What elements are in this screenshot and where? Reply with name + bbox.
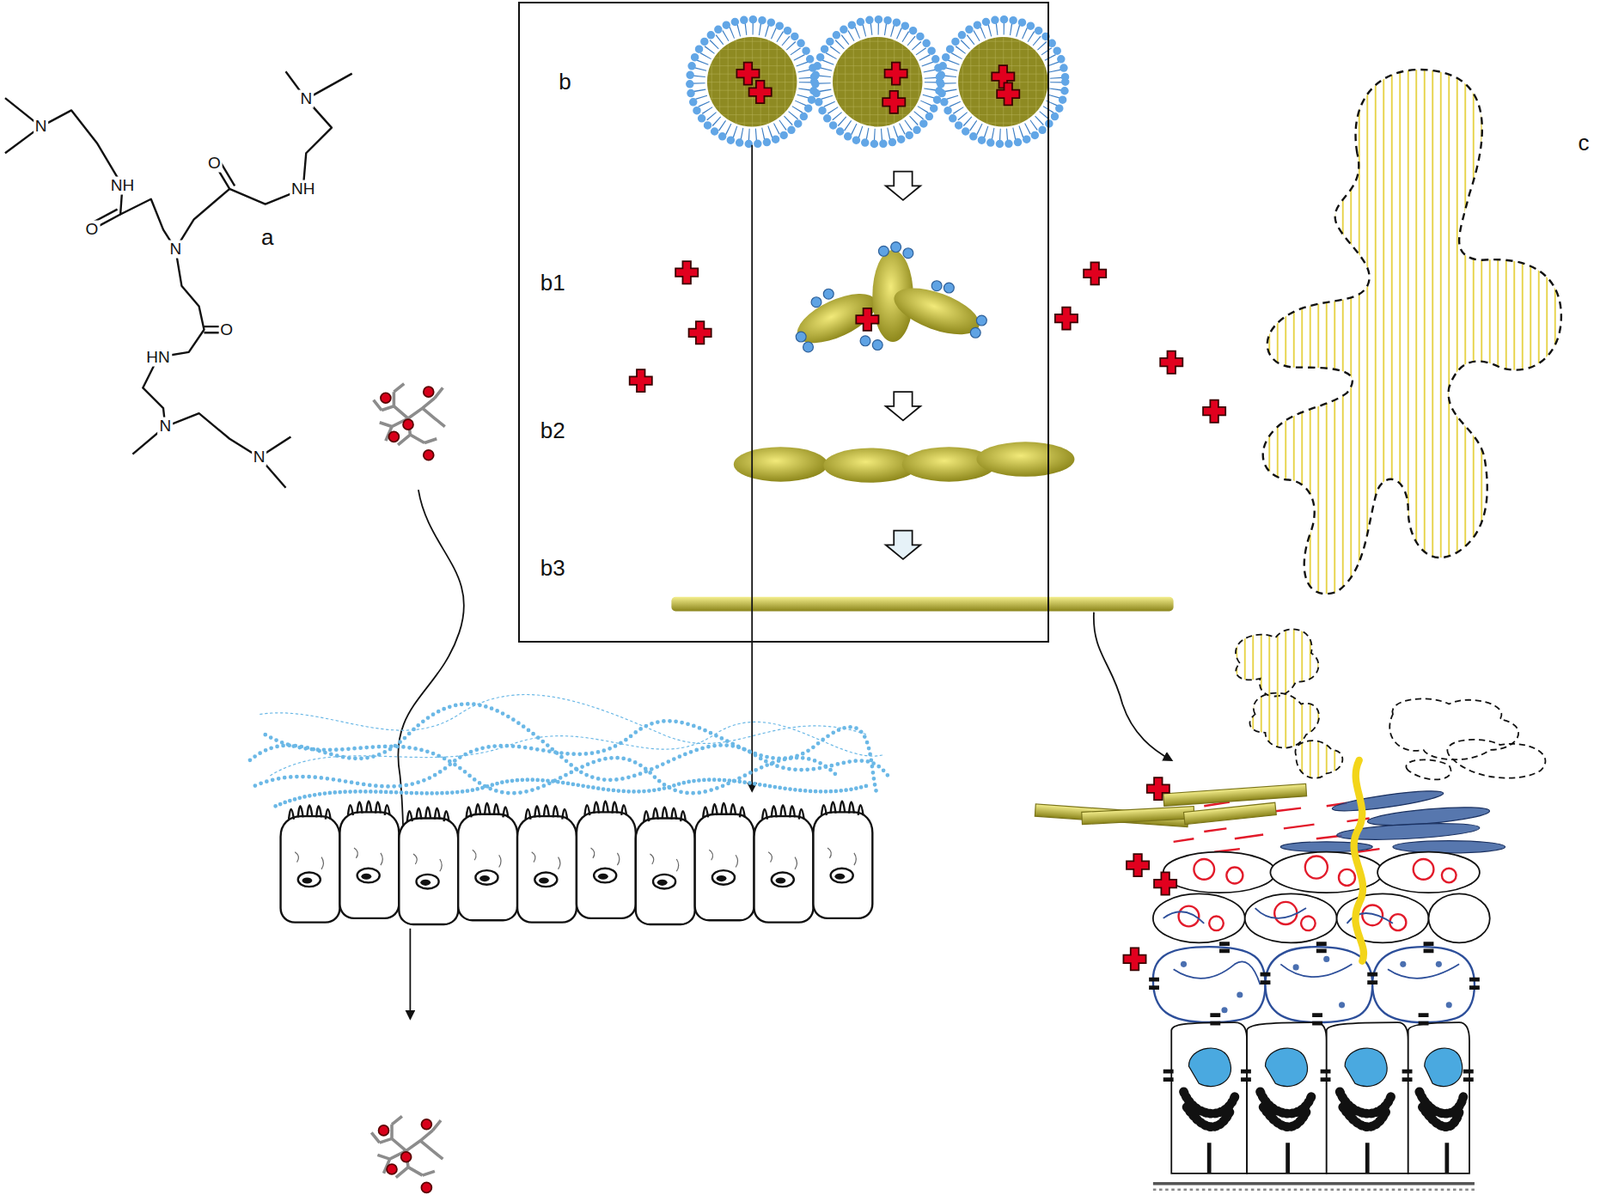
atom-label: O: [206, 154, 223, 173]
panel-label: b3: [540, 555, 566, 581]
atom-label: NH: [289, 179, 317, 198]
panel-label: b1: [540, 269, 566, 295]
atom-label: O: [218, 320, 235, 339]
panel-letter: a: [261, 224, 274, 250]
atom-label: N: [167, 239, 184, 258]
panel-label: b: [558, 68, 571, 94]
atom-label: N: [158, 417, 174, 436]
atom-label: HN: [144, 348, 171, 367]
panel-box: b b1 b2 b3: [518, 1, 1050, 643]
panel-letter: c: [1578, 130, 1590, 156]
atom-label: N: [33, 117, 49, 136]
panel-label: b2: [540, 417, 566, 443]
atom-label: N: [251, 448, 268, 467]
atom-label: N: [298, 90, 314, 109]
atom-label: NH: [109, 177, 136, 196]
atom-label: O: [83, 220, 100, 239]
